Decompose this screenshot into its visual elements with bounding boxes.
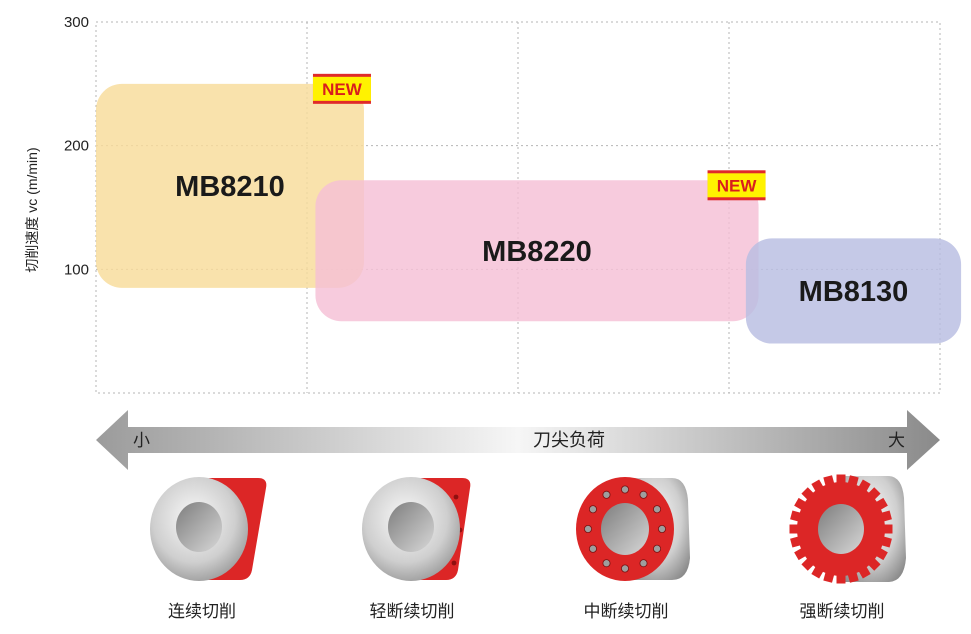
- category-label-continuous: 连续切削: [168, 602, 236, 622]
- new-badge-fill: [707, 173, 766, 198]
- gear-tooth: [883, 524, 893, 534]
- y-axis-label: 切削速度 vc (m/min): [24, 147, 40, 272]
- ring-hole: [588, 544, 597, 553]
- load-arrow-min-label: 小: [133, 431, 150, 450]
- ring-hole: [602, 559, 611, 568]
- grade-range-mb8220: [315, 180, 759, 322]
- ring-hole: [639, 490, 648, 499]
- y-tick-label-100: 100: [64, 261, 89, 278]
- load-arrow-max-label: 大: [888, 431, 905, 450]
- gear-heavy-interrupted-icon: [789, 474, 906, 584]
- new-badge-text: NEW: [717, 176, 758, 195]
- category-label-medium-interrupted: 中断续切削: [583, 602, 669, 622]
- category-label-light-interrupted: 轻断续切削: [369, 602, 455, 622]
- ring-hole: [621, 564, 630, 573]
- grade-range-mb8130: [745, 238, 962, 344]
- ring-hole: [584, 525, 593, 534]
- y-axis-ticks: 100 200 300: [64, 14, 89, 278]
- grade-range-mb8210: [96, 83, 364, 288]
- ring-face-holes: [584, 485, 667, 573]
- ring-hole: [639, 559, 648, 568]
- x-axis-label: 刀尖负荷: [533, 430, 605, 450]
- ring-hole: [621, 485, 630, 494]
- category-label-heavy-interrupted: 强断续切削: [799, 602, 885, 622]
- load-arrow: 小 刀尖负荷 大: [96, 410, 940, 470]
- grade-label-mb8220: MB8220: [482, 236, 592, 268]
- new-badge-mb8220: NEW: [707, 170, 766, 201]
- y-tick-label-200: 200: [64, 138, 89, 155]
- load-arrow-shape: [96, 410, 940, 470]
- gear-tooth: [789, 524, 799, 534]
- ring-hole: [588, 505, 597, 514]
- new-badge-text: NEW: [322, 80, 363, 99]
- gear-tooth: [836, 574, 846, 584]
- y-tick-label-300: 300: [64, 14, 89, 31]
- grade-label-mb8210: MB8210: [175, 171, 285, 203]
- ring-medium-interrupted-icon: [576, 477, 690, 581]
- ring-hole: [653, 544, 662, 553]
- ring-hole: [602, 490, 611, 499]
- grade-label-mb8130: MB8130: [799, 276, 909, 308]
- new-badge-mb8210: NEW: [312, 73, 371, 104]
- ring-hole: [658, 525, 667, 534]
- ring-continuous-icon: [150, 477, 267, 581]
- gear-tooth: [836, 474, 846, 484]
- ring-light-interrupted-icon: [362, 477, 471, 581]
- new-badge-fill: [312, 76, 371, 101]
- ring-hole: [653, 505, 662, 514]
- grade-ranges: MB8210 NEW MB8220 NEW MB8130: [96, 73, 962, 344]
